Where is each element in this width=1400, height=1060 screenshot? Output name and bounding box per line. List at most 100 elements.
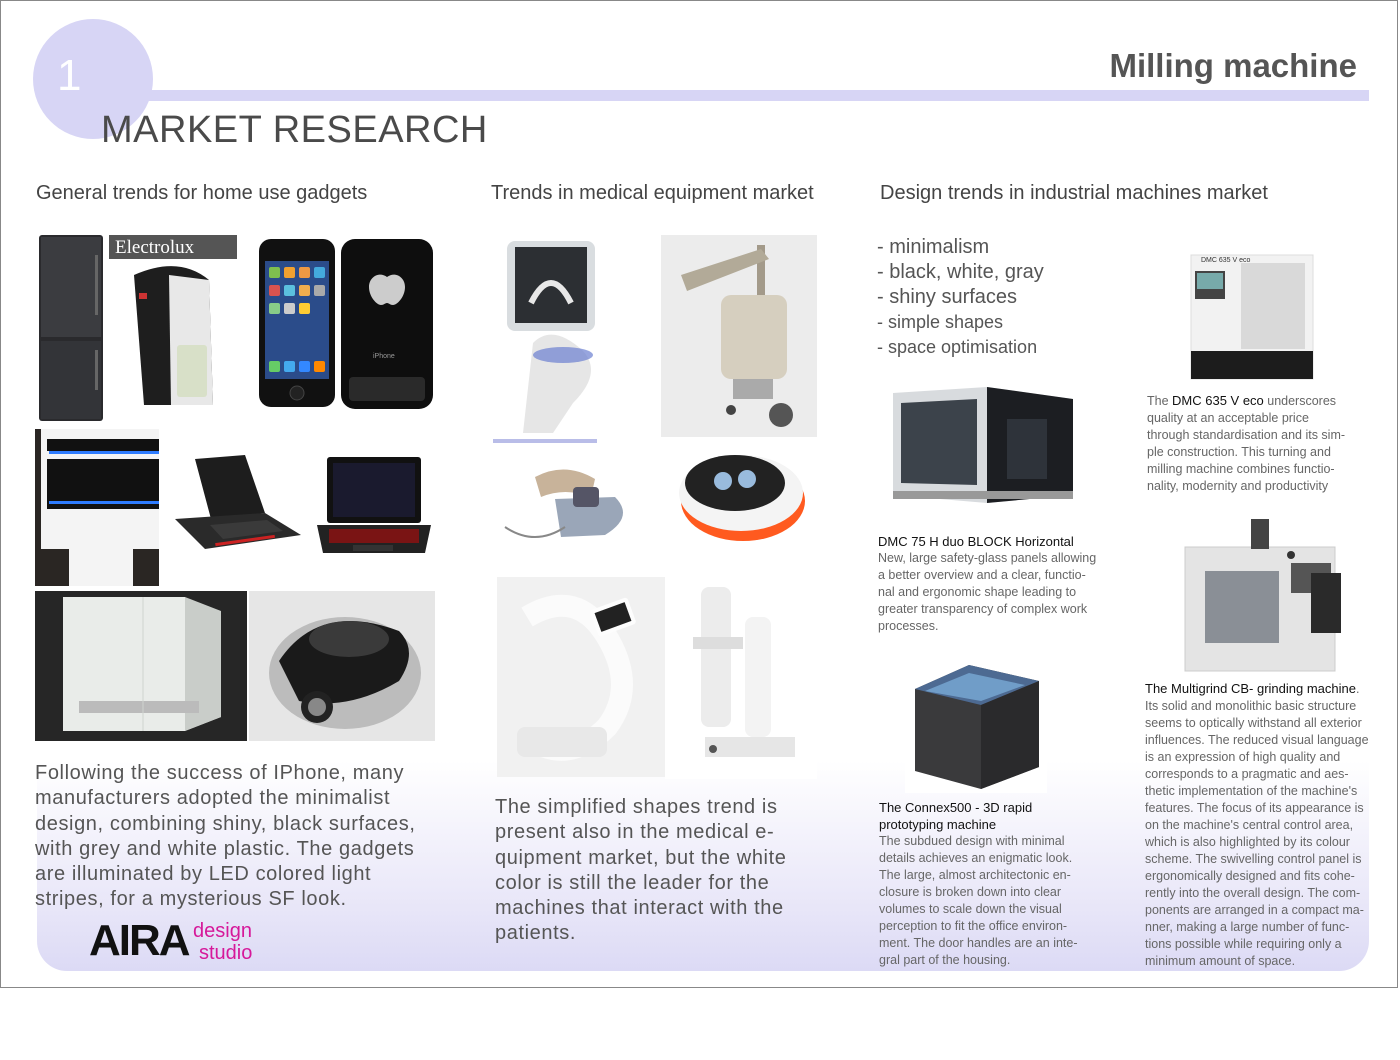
medical-heading: Trends in medical equipment market bbox=[491, 182, 814, 204]
dmc635-line: quality at an acceptable price bbox=[1147, 411, 1309, 425]
connex-line: details achieves an enigmatic look. bbox=[879, 851, 1073, 865]
dmc75-machine-image bbox=[887, 379, 1083, 513]
connex-line: The subdued design with minimal bbox=[879, 834, 1065, 848]
dmc75-line: greater transparency of complex work bbox=[878, 602, 1088, 616]
multigrind-line: scheme. The swivelling control panel is bbox=[1145, 852, 1362, 866]
multigrind-title-suffix: . bbox=[1355, 682, 1360, 696]
multigrind-line: tions possible while requiring only a bbox=[1145, 937, 1342, 951]
mammography-image bbox=[665, 577, 817, 779]
dmc635-line: through standardisation and its sim- bbox=[1147, 428, 1346, 442]
dental-scanner-image bbox=[493, 233, 647, 445]
page-title: MARKET RESEARCH bbox=[101, 109, 488, 151]
dmc75-caption: DMC 75 H duo BLOCK Horizontal New, large… bbox=[878, 533, 1096, 635]
multigrind-line: minimum amount of space. bbox=[1145, 954, 1296, 968]
project-title: Milling machine bbox=[1109, 47, 1357, 84]
multigrind-title: The Multigrind CB- grinding machine bbox=[1145, 681, 1356, 696]
led-furniture-image bbox=[35, 429, 159, 586]
dmc75-line: nal and ergonomic shape leading to bbox=[878, 585, 1077, 599]
trend-item: - shiny surfaces bbox=[877, 286, 1018, 308]
connex-line: closure is broken down into clear bbox=[879, 885, 1062, 899]
dmc75-line: New, large safety-glass panels allowing bbox=[878, 551, 1097, 565]
connex-title-line: The Connex500 - 3D rapid bbox=[879, 800, 1033, 815]
multigrind-line: is an expression of high quality and bbox=[1145, 750, 1341, 764]
trend-item: - simple shapes bbox=[877, 312, 1004, 332]
gadgets-paragraph: Following the success of IPhone, many ma… bbox=[35, 761, 415, 913]
iphone-back-text: iPhone bbox=[373, 353, 395, 360]
medical-paragraph: The simplified shapes trend is present a… bbox=[495, 795, 786, 947]
dmc75-line: processes. bbox=[878, 619, 939, 633]
medical-line: color is still the leader for the bbox=[495, 871, 770, 894]
dmc635-machine-image: DMC 635 V eco bbox=[1181, 241, 1321, 383]
industrial-heading: Design trends in industrial machines mar… bbox=[880, 182, 1268, 204]
handheld-device-image bbox=[495, 457, 653, 555]
multigrind-line: influences. The reduced visual language bbox=[1145, 733, 1369, 747]
multigrind-line: ponents are arranged in a compact ma- bbox=[1145, 903, 1364, 917]
medical-line: The simplified shapes trend is bbox=[495, 796, 778, 818]
footer-gradient bbox=[37, 761, 1369, 971]
electrolux-appliance-image: Electrolux bbox=[109, 235, 237, 417]
trend-item: - space optimisation bbox=[877, 337, 1038, 357]
multigrind-line: Its solid and monolithic basic structure bbox=[1145, 699, 1357, 713]
connex-line: ment. The door handles are an inte- bbox=[879, 936, 1078, 950]
multigrind-line: features. The focus of its appearance is bbox=[1145, 801, 1364, 815]
c-arm-xray-image bbox=[497, 577, 665, 777]
vacuum-cleaner-image bbox=[249, 591, 435, 741]
multigrind-line: seems to optically withstand all exterio… bbox=[1145, 716, 1362, 730]
iphone-back-image: iPhone bbox=[339, 237, 435, 411]
medical-line: patients. bbox=[495, 922, 577, 945]
logo-word-studio: studio bbox=[199, 942, 253, 964]
connex-line: The large, almost architectonic en- bbox=[879, 868, 1071, 882]
medical-sensor-image bbox=[663, 445, 813, 543]
gadgets-line: with grey and white plastic. The gadgets bbox=[35, 837, 415, 860]
multigrind-line: corresponds to a pragmatic and aes- bbox=[1145, 767, 1349, 781]
multigrind-line: nner, making a large number of func- bbox=[1145, 920, 1350, 934]
gadgets-line: design, combining shiny, black surfaces, bbox=[35, 812, 416, 835]
page-frame: 1 MARKET RESEARCH Milling machine Genera… bbox=[0, 0, 1398, 988]
dmc635-line: ple construction. This turning and bbox=[1147, 445, 1331, 459]
trend-item: - minimalism bbox=[877, 236, 990, 258]
gadgets-line: Following the success of IPhone, many bbox=[35, 762, 405, 784]
dmc635-machine-label: DMC 635 V eco bbox=[1201, 257, 1251, 264]
dmc635-name: DMC 635 V eco bbox=[1172, 393, 1264, 408]
section-number: 1 bbox=[57, 51, 82, 100]
header-bar bbox=[97, 90, 1369, 101]
alienware-laptop-image bbox=[313, 455, 435, 557]
gadgets-heading: General trends for home use gadgets bbox=[36, 182, 368, 204]
multigrind-line: ergonomically designed and fits cohe- bbox=[1145, 869, 1355, 883]
connex-title-line: prototyping machine bbox=[879, 817, 997, 832]
dmc635-line: milling machine combines functio- bbox=[1147, 462, 1335, 476]
multigrind-line: thetic implementation of the machine's bbox=[1145, 784, 1358, 798]
multigrind-line: on the machine's central control area, bbox=[1145, 818, 1354, 832]
multigrind-machine-image bbox=[1181, 513, 1357, 675]
gadgets-line: manufacturers adopted the minimalist bbox=[35, 787, 391, 810]
multigrind-line: rently into the overall design. The com- bbox=[1145, 886, 1361, 900]
multigrind-caption: The Multigrind CB- grinding machine. Its… bbox=[1145, 680, 1369, 970]
logo-word-design: design bbox=[193, 920, 252, 942]
connex-line: gral part of the housing. bbox=[879, 953, 1011, 967]
black-fridge-image bbox=[37, 235, 105, 421]
multigrind-line: which is also highlighted by its colour bbox=[1145, 835, 1350, 849]
connex-line: volumes to scale down the visual bbox=[879, 902, 1062, 916]
medical-line: quipment market, but the white bbox=[495, 846, 787, 869]
range-hood-image bbox=[35, 591, 247, 741]
trend-item: - black, white, gray bbox=[877, 261, 1044, 283]
black-laptop-image bbox=[165, 453, 305, 551]
dmc635-caption: The DMC 635 V eco underscores quality at… bbox=[1147, 392, 1345, 495]
iphone-front-image bbox=[257, 237, 337, 409]
logo-mark: AIRA bbox=[89, 916, 191, 965]
section-circle bbox=[33, 19, 153, 139]
gadgets-line: are illuminated by LED colored light bbox=[35, 863, 372, 886]
gadgets-line: stripes, for a mysterious SF look. bbox=[35, 888, 347, 911]
dmc635-prefix: The bbox=[1147, 394, 1173, 408]
dental-unit-image bbox=[661, 235, 817, 437]
medical-line: present also in the medical e- bbox=[495, 821, 775, 844]
dmc635-line: nality, modernity and productivity bbox=[1147, 479, 1329, 493]
connex-caption: The Connex500 - 3D rapid prototyping mac… bbox=[879, 799, 1078, 969]
medical-line: machines that interact with the bbox=[495, 897, 784, 920]
dmc75-title: DMC 75 H duo BLOCK Horizontal bbox=[878, 534, 1074, 549]
industrial-trend-list: - minimalism - black, white, gray - shin… bbox=[877, 235, 1044, 360]
connex-line: perception to fit the office environ- bbox=[879, 919, 1068, 933]
dmc75-line: a better overview and a clear, functio- bbox=[878, 568, 1086, 582]
connex500-machine-image bbox=[905, 651, 1047, 793]
electrolux-brand-text: Electrolux bbox=[115, 237, 195, 258]
